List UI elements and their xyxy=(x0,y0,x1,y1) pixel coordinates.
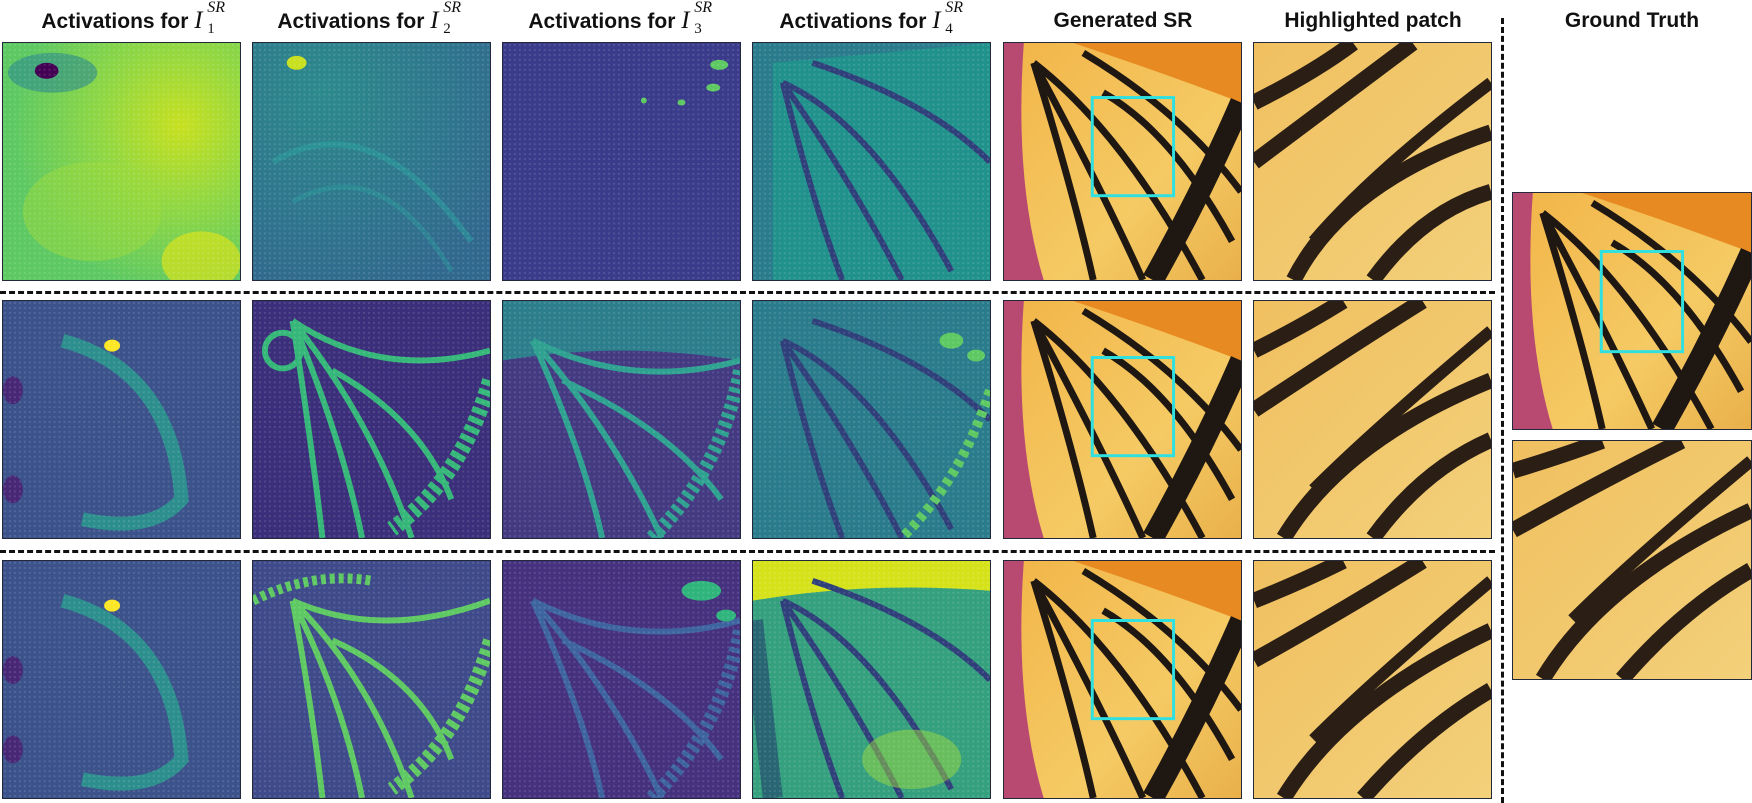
activation-map-3-row-2 xyxy=(502,300,741,539)
row-separator-2 xyxy=(0,550,1495,553)
activation-map-3-row-3 xyxy=(502,560,741,799)
activation-map-2-row-2 xyxy=(252,300,491,539)
activation-map-3-row-1 xyxy=(502,42,741,281)
ground-truth-patch xyxy=(1512,440,1752,680)
generated-sr-row-1 xyxy=(1003,42,1242,281)
highlighted-patch-row-1 xyxy=(1253,42,1492,281)
activation-map-1-row-3 xyxy=(2,560,241,799)
header-activations-3-text: Activations for xyxy=(528,10,676,33)
activation-map-4-row-3 xyxy=(752,560,991,799)
header-highlighted-patch: Highlighted patch xyxy=(1284,9,1462,32)
highlight-box xyxy=(1599,250,1685,354)
header-ground-truth: Ground Truth xyxy=(1564,9,1700,32)
header-generated-sr: Generated SR xyxy=(1053,9,1193,32)
column-separator xyxy=(1501,18,1504,803)
highlighted-patch-row-2 xyxy=(1253,300,1492,539)
activation-map-1-row-2 xyxy=(2,300,241,539)
header-activations-1-text: Activations for xyxy=(41,10,189,33)
activation-map-4-row-2 xyxy=(752,300,991,539)
ground-truth-image xyxy=(1512,192,1752,430)
row-separator-1 xyxy=(0,291,1495,294)
activation-map-2-row-1 xyxy=(252,42,491,281)
header-activations-4-text: Activations for xyxy=(779,10,927,33)
highlight-box xyxy=(1090,356,1176,458)
generated-sr-row-2 xyxy=(1003,300,1242,539)
activation-map-2-row-3 xyxy=(252,560,491,799)
highlight-box xyxy=(1090,619,1176,721)
activation-map-4-row-1 xyxy=(752,42,991,281)
generated-sr-row-3 xyxy=(1003,560,1242,799)
activation-map-1-row-1 xyxy=(2,42,241,281)
highlight-box xyxy=(1090,96,1176,198)
header-activations-2-text: Activations for xyxy=(277,10,425,33)
highlighted-patch-row-3 xyxy=(1253,560,1492,799)
